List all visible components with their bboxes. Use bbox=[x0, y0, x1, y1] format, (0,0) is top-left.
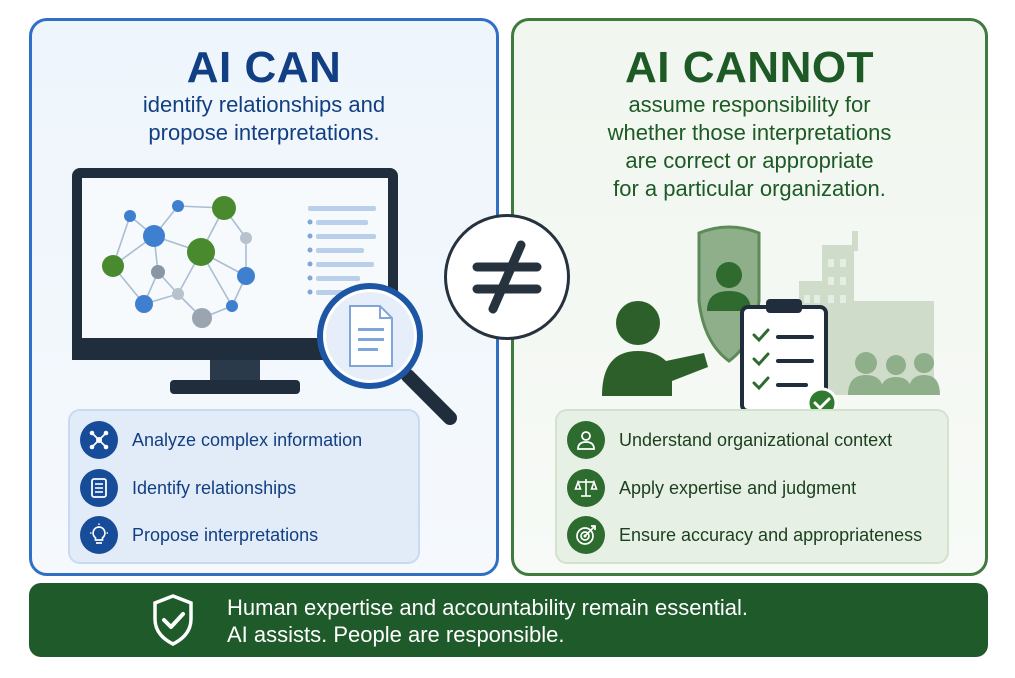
not-equal-icon bbox=[444, 214, 570, 340]
feature-label: Ensure accuracy and appropriateness bbox=[619, 524, 923, 545]
feature-label: Analyze complex information bbox=[132, 429, 363, 450]
ai-cannot-panel: AI CANNOT assume responsibility for whet… bbox=[511, 18, 988, 576]
feature-label: Apply expertise and judgment bbox=[619, 477, 857, 498]
ai-can-subtitle-line: propose interpretations. bbox=[148, 120, 380, 145]
feature-item: Apply expertise and judgment bbox=[567, 467, 856, 509]
lightbulb-icon bbox=[80, 516, 118, 554]
ai-can-subtitle: identify relationships and propose inter… bbox=[32, 91, 496, 147]
ai-can-panel: AI CAN identify relationships and propos… bbox=[29, 18, 499, 576]
monitor-network-illustration bbox=[72, 168, 457, 425]
target-icon bbox=[567, 516, 605, 554]
banner-text: Human expertise and accountability remai… bbox=[227, 594, 748, 648]
banner-line: AI assists. People are responsible. bbox=[227, 622, 565, 647]
accountability-illustration bbox=[602, 225, 940, 411]
ai-cannot-title: AI CANNOT bbox=[625, 43, 874, 92]
ai-cannot-subtitle-line: are correct or appropriate bbox=[625, 148, 874, 173]
ai-cannot-subtitle: assume responsibility for whether those … bbox=[514, 91, 985, 203]
ai-cannot-subtitle-line: assume responsibility for bbox=[628, 92, 871, 117]
ai-can-title: AI CAN bbox=[186, 43, 342, 92]
feature-item: Analyze complex information bbox=[80, 419, 362, 461]
network-icon bbox=[80, 421, 118, 459]
banner-line: Human expertise and accountability remai… bbox=[227, 595, 748, 620]
ai-can-subtitle-line: identify relationships and bbox=[142, 92, 386, 117]
accountability-banner: Human expertise and accountability remai… bbox=[29, 583, 988, 657]
feature-item: Identify relationships bbox=[80, 467, 296, 509]
ai-can-feature-list: Analyze complex information Identify rel… bbox=[68, 409, 420, 564]
feature-item: Propose interpretations bbox=[80, 514, 318, 556]
ai-cannot-feature-list: Understand organizational context Apply … bbox=[555, 409, 949, 564]
feature-label: Understand organizational context bbox=[619, 429, 893, 450]
feature-item: Ensure accuracy and appropriateness bbox=[567, 514, 922, 556]
scales-icon bbox=[567, 469, 605, 507]
feature-label: Propose interpretations bbox=[132, 524, 319, 545]
document-icon bbox=[80, 469, 118, 507]
person-icon bbox=[567, 421, 605, 459]
ai-cannot-subtitle-line: whether those interpretations bbox=[607, 120, 892, 145]
feature-item: Understand organizational context bbox=[567, 419, 892, 461]
shield-check-icon bbox=[153, 594, 193, 646]
feature-label: Identify relationships bbox=[132, 477, 297, 498]
ai-cannot-subtitle-line: for a particular organization. bbox=[613, 176, 886, 201]
